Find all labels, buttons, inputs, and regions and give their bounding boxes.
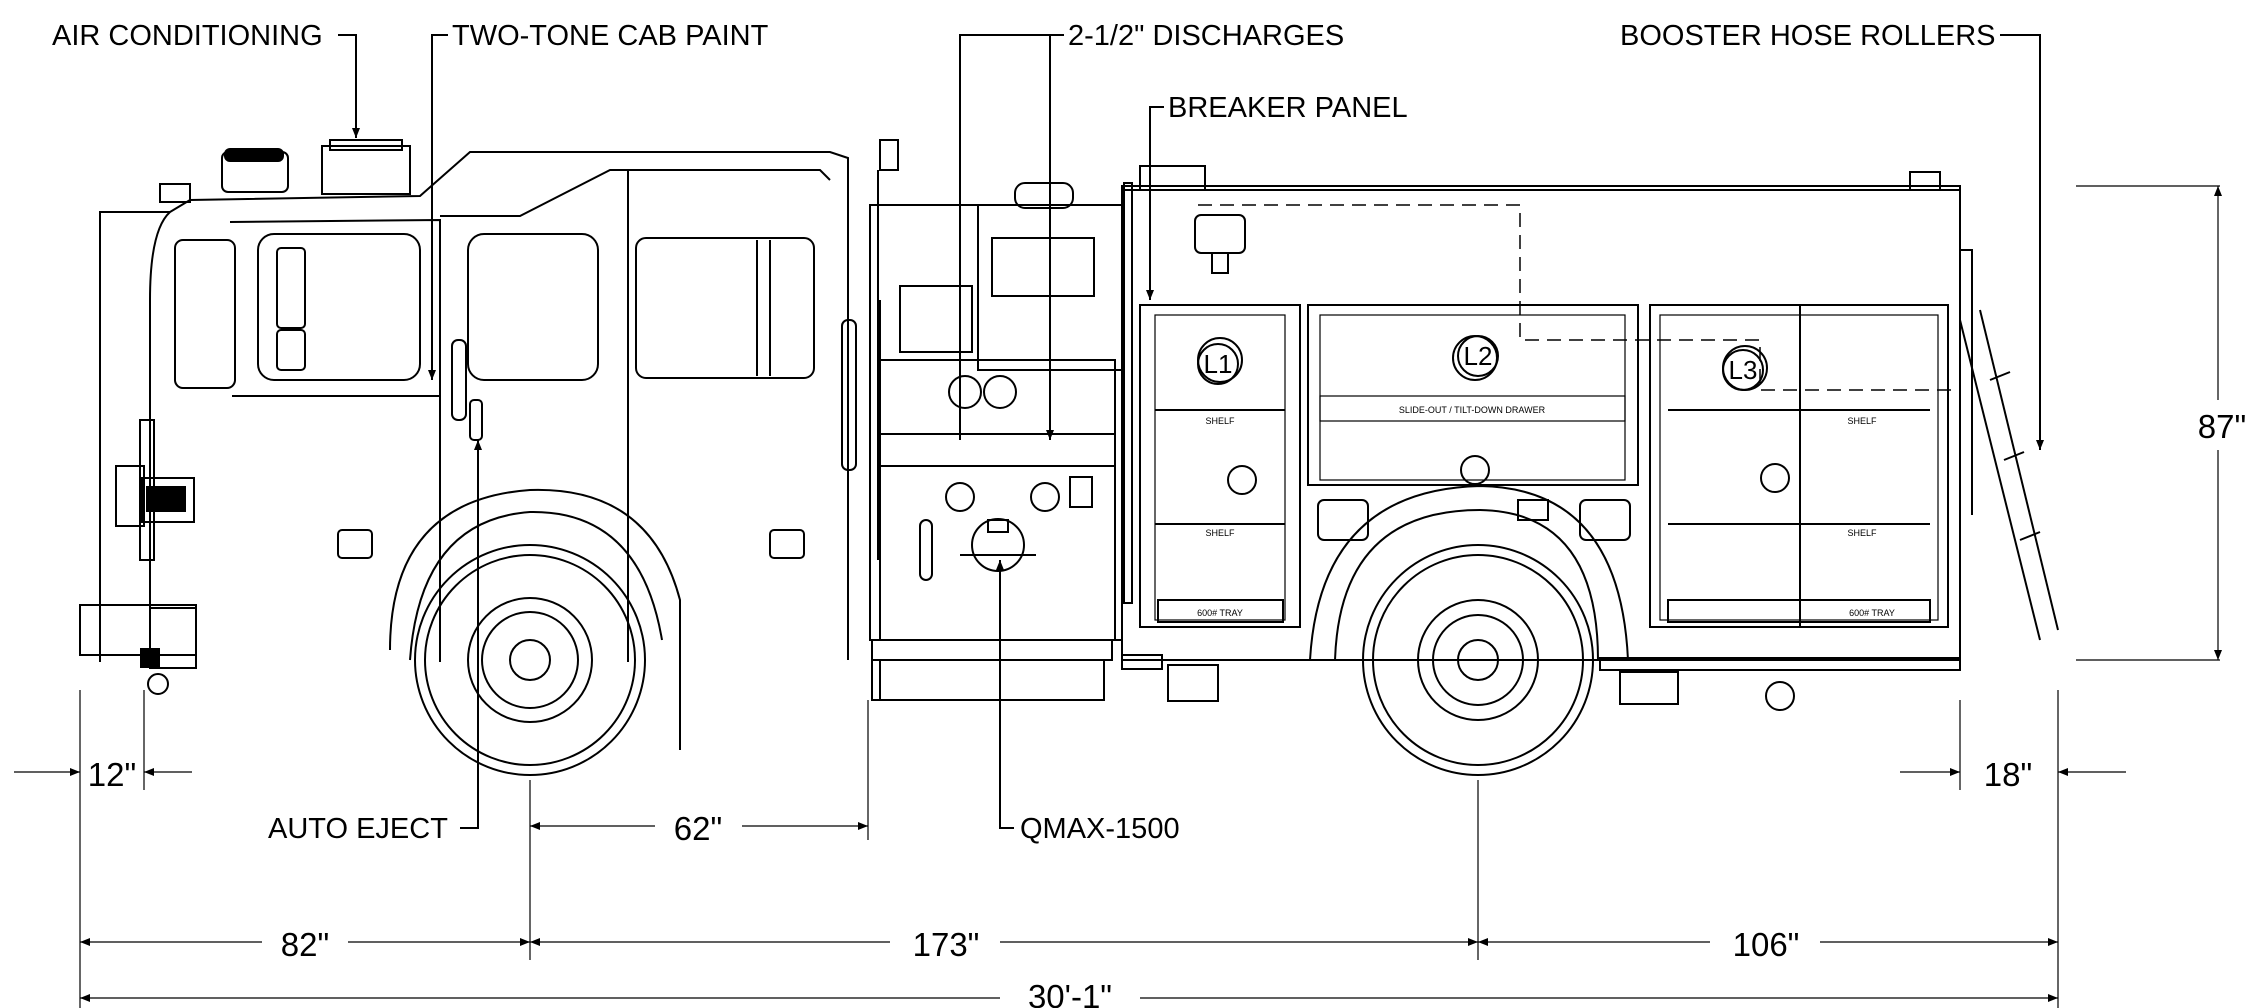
- dimensions: 12" 18" 87" 62" 82" 173" 106" 30'-1": [14, 185, 2246, 1008]
- dim-front-to-axle: 82": [281, 926, 329, 963]
- compartment-l3: L3: [1729, 355, 1758, 385]
- front-wheel: [389, 488, 681, 776]
- dim-wheelbase: 173": [913, 926, 980, 963]
- shelf-label: SHELF: [1205, 528, 1235, 538]
- shelf-label: SHELF: [1205, 416, 1235, 426]
- callout-discharges: 2-1/2" DISCHARGES: [1068, 20, 1344, 52]
- rear-wheel: [1309, 484, 1629, 776]
- tray-label: 600# TRAY: [1849, 608, 1895, 618]
- compartment-l1: L1: [1204, 349, 1233, 379]
- callout-breaker-panel: BREAKER PANEL: [1168, 92, 1408, 124]
- callout-two-tone-cab-paint: TWO-TONE CAB PAINT: [452, 20, 769, 52]
- shelf-label: SHELF: [1847, 528, 1877, 538]
- dim-front-overhang: 12": [88, 756, 136, 793]
- cab: [79, 139, 899, 695]
- callout-air-conditioning: AIR CONDITIONING: [52, 20, 323, 52]
- callout-auto-eject: AUTO EJECT: [268, 813, 448, 845]
- body: [1121, 165, 2059, 711]
- dim-overall-length: 30'-1": [1028, 978, 1112, 1008]
- drawer-label: SLIDE-OUT / TILT-DOWN DRAWER: [1399, 405, 1546, 415]
- callouts: AIR CONDITIONING TWO-TONE CAB PAINT 2-1/…: [52, 20, 2044, 845]
- callout-booster-hose-rollers: BOOSTER HOSE ROLLERS: [1620, 20, 1996, 52]
- dim-height: 87": [2198, 408, 2246, 445]
- dim-rear-axle-to-end: 106": [1733, 926, 1800, 963]
- compartment-l2: L2: [1464, 341, 1493, 371]
- tray-label: 600# TRAY: [1197, 608, 1243, 618]
- dim-cab-to-pump: 62": [674, 810, 722, 847]
- callout-qmax-1500: QMAX-1500: [1020, 813, 1180, 845]
- compartment-labels: L1 L2 L3 SHELF SHELF SHELF SHELF SLIDE-O…: [1197, 335, 1895, 618]
- shelf-label: SHELF: [1847, 416, 1877, 426]
- dim-rear-overhang: 18": [1984, 756, 2032, 793]
